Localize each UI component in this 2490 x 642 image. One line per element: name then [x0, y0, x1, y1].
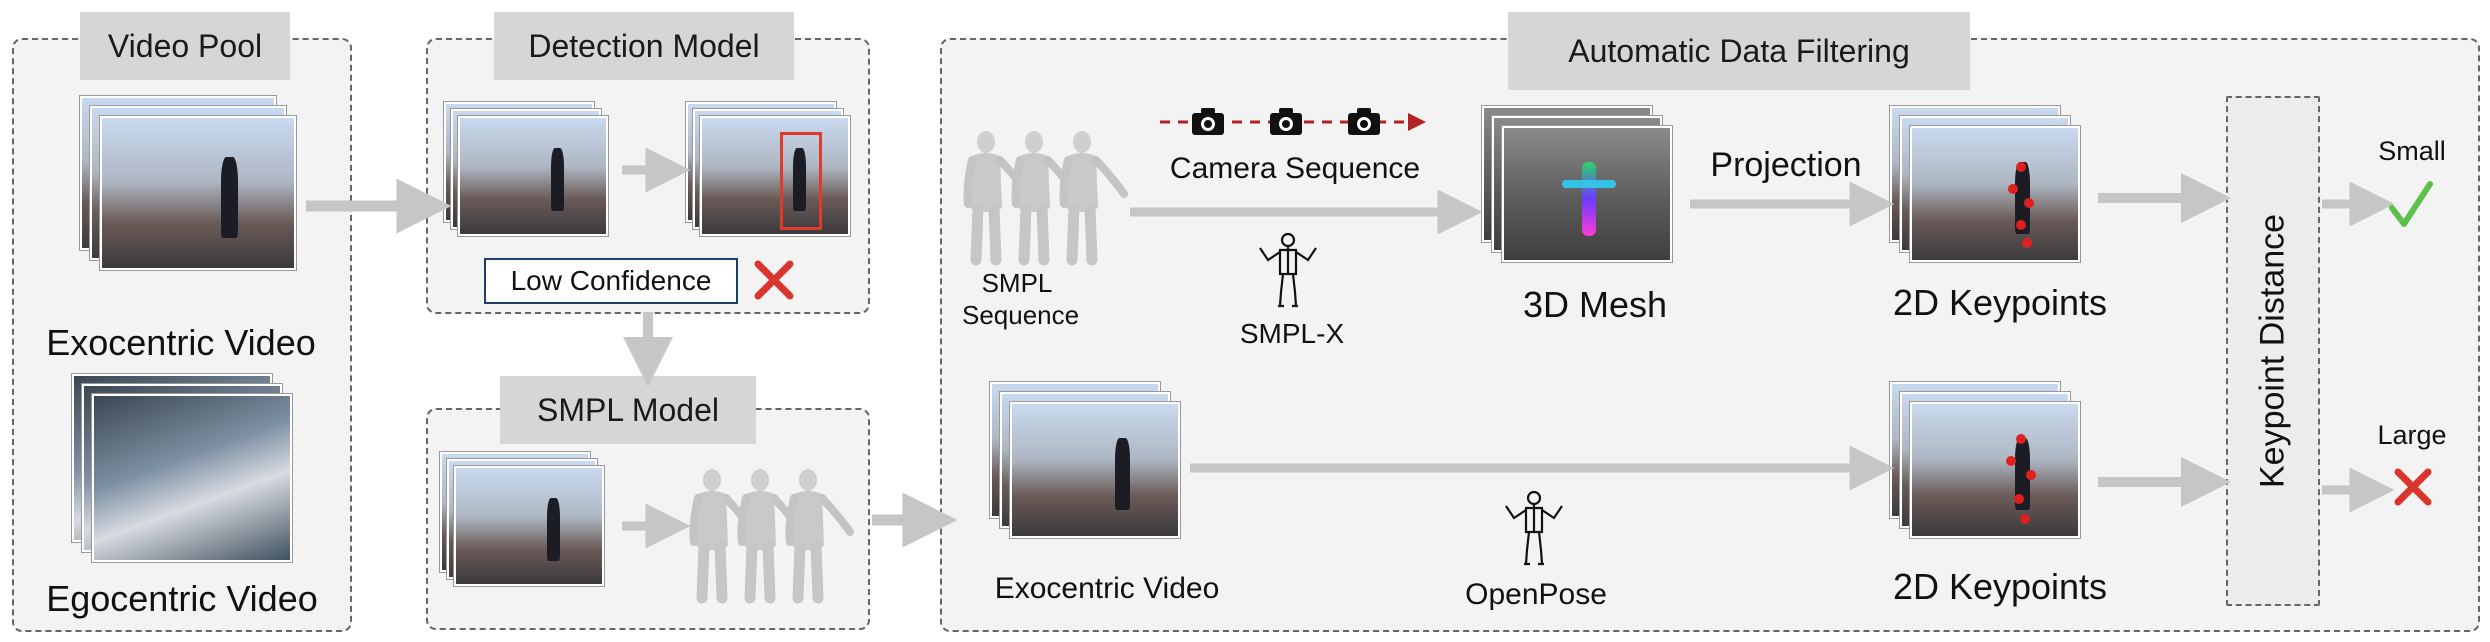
camera-icon	[1348, 108, 1380, 135]
keypoints-bottom-frame-front	[1909, 401, 2081, 539]
exocentric-right-frame-front	[1009, 401, 1181, 539]
smpl-sequence-label-line1: SMPL	[981, 268, 1053, 298]
mesh-3d-label: 3D Mesh	[1522, 284, 1668, 325]
camera-icon	[1192, 108, 1224, 135]
exocentric-video-right-label: Exocentric Video	[994, 572, 1220, 605]
openpose-label: OpenPose	[1465, 578, 1607, 611]
low-confidence-badge: Low Confidence	[484, 258, 738, 304]
cross-icon	[2394, 468, 2432, 506]
skeleton-icon	[1258, 232, 1318, 308]
detection-output-frame-front	[699, 115, 851, 237]
egocentric-frame-front	[91, 393, 293, 563]
exocentric-frame-front	[99, 115, 297, 271]
detection-input-frame-front	[457, 115, 609, 237]
smpl-input-frame-front	[453, 465, 605, 587]
camera-icon	[1270, 108, 1302, 135]
small-label: Small	[2378, 136, 2446, 166]
smpl-x-label: SMPL-X	[1239, 318, 1345, 349]
projection-label: Projection	[1710, 146, 1862, 184]
keypoints-2d-top-label: 2D Keypoints	[1892, 282, 2108, 323]
smpl-sequence-label-line2: Sequence	[962, 300, 1080, 330]
keypoint-distance-box	[2226, 96, 2320, 606]
keypoints-top-frame-front	[1909, 125, 2081, 263]
automatic-filtering-title: Automatic Data Filtering	[1508, 12, 1970, 90]
smpl-model-body-figure	[790, 469, 851, 598]
smpl-model-title: SMPL Model	[500, 376, 756, 444]
exocentric-video-label: Exocentric Video	[46, 322, 316, 363]
skeleton-icon	[1504, 490, 1564, 566]
camera-sequence-label: Camera Sequence	[1169, 152, 1421, 185]
detection-model-title: Detection Model	[494, 12, 794, 80]
detection-bounding-box	[780, 132, 822, 230]
egocentric-video-label: Egocentric Video	[46, 578, 318, 619]
keypoints-2d-bottom-label: 2D Keypoints	[1892, 566, 2108, 607]
mesh-frame-front	[1501, 125, 1673, 263]
large-label: Large	[2377, 420, 2447, 450]
check-icon	[2389, 181, 2433, 227]
cross-icon	[754, 260, 794, 300]
smpl-body-figure	[1064, 131, 1125, 260]
automatic-filtering-panel	[940, 38, 2480, 632]
video-pool-title: Video Pool	[80, 12, 290, 80]
